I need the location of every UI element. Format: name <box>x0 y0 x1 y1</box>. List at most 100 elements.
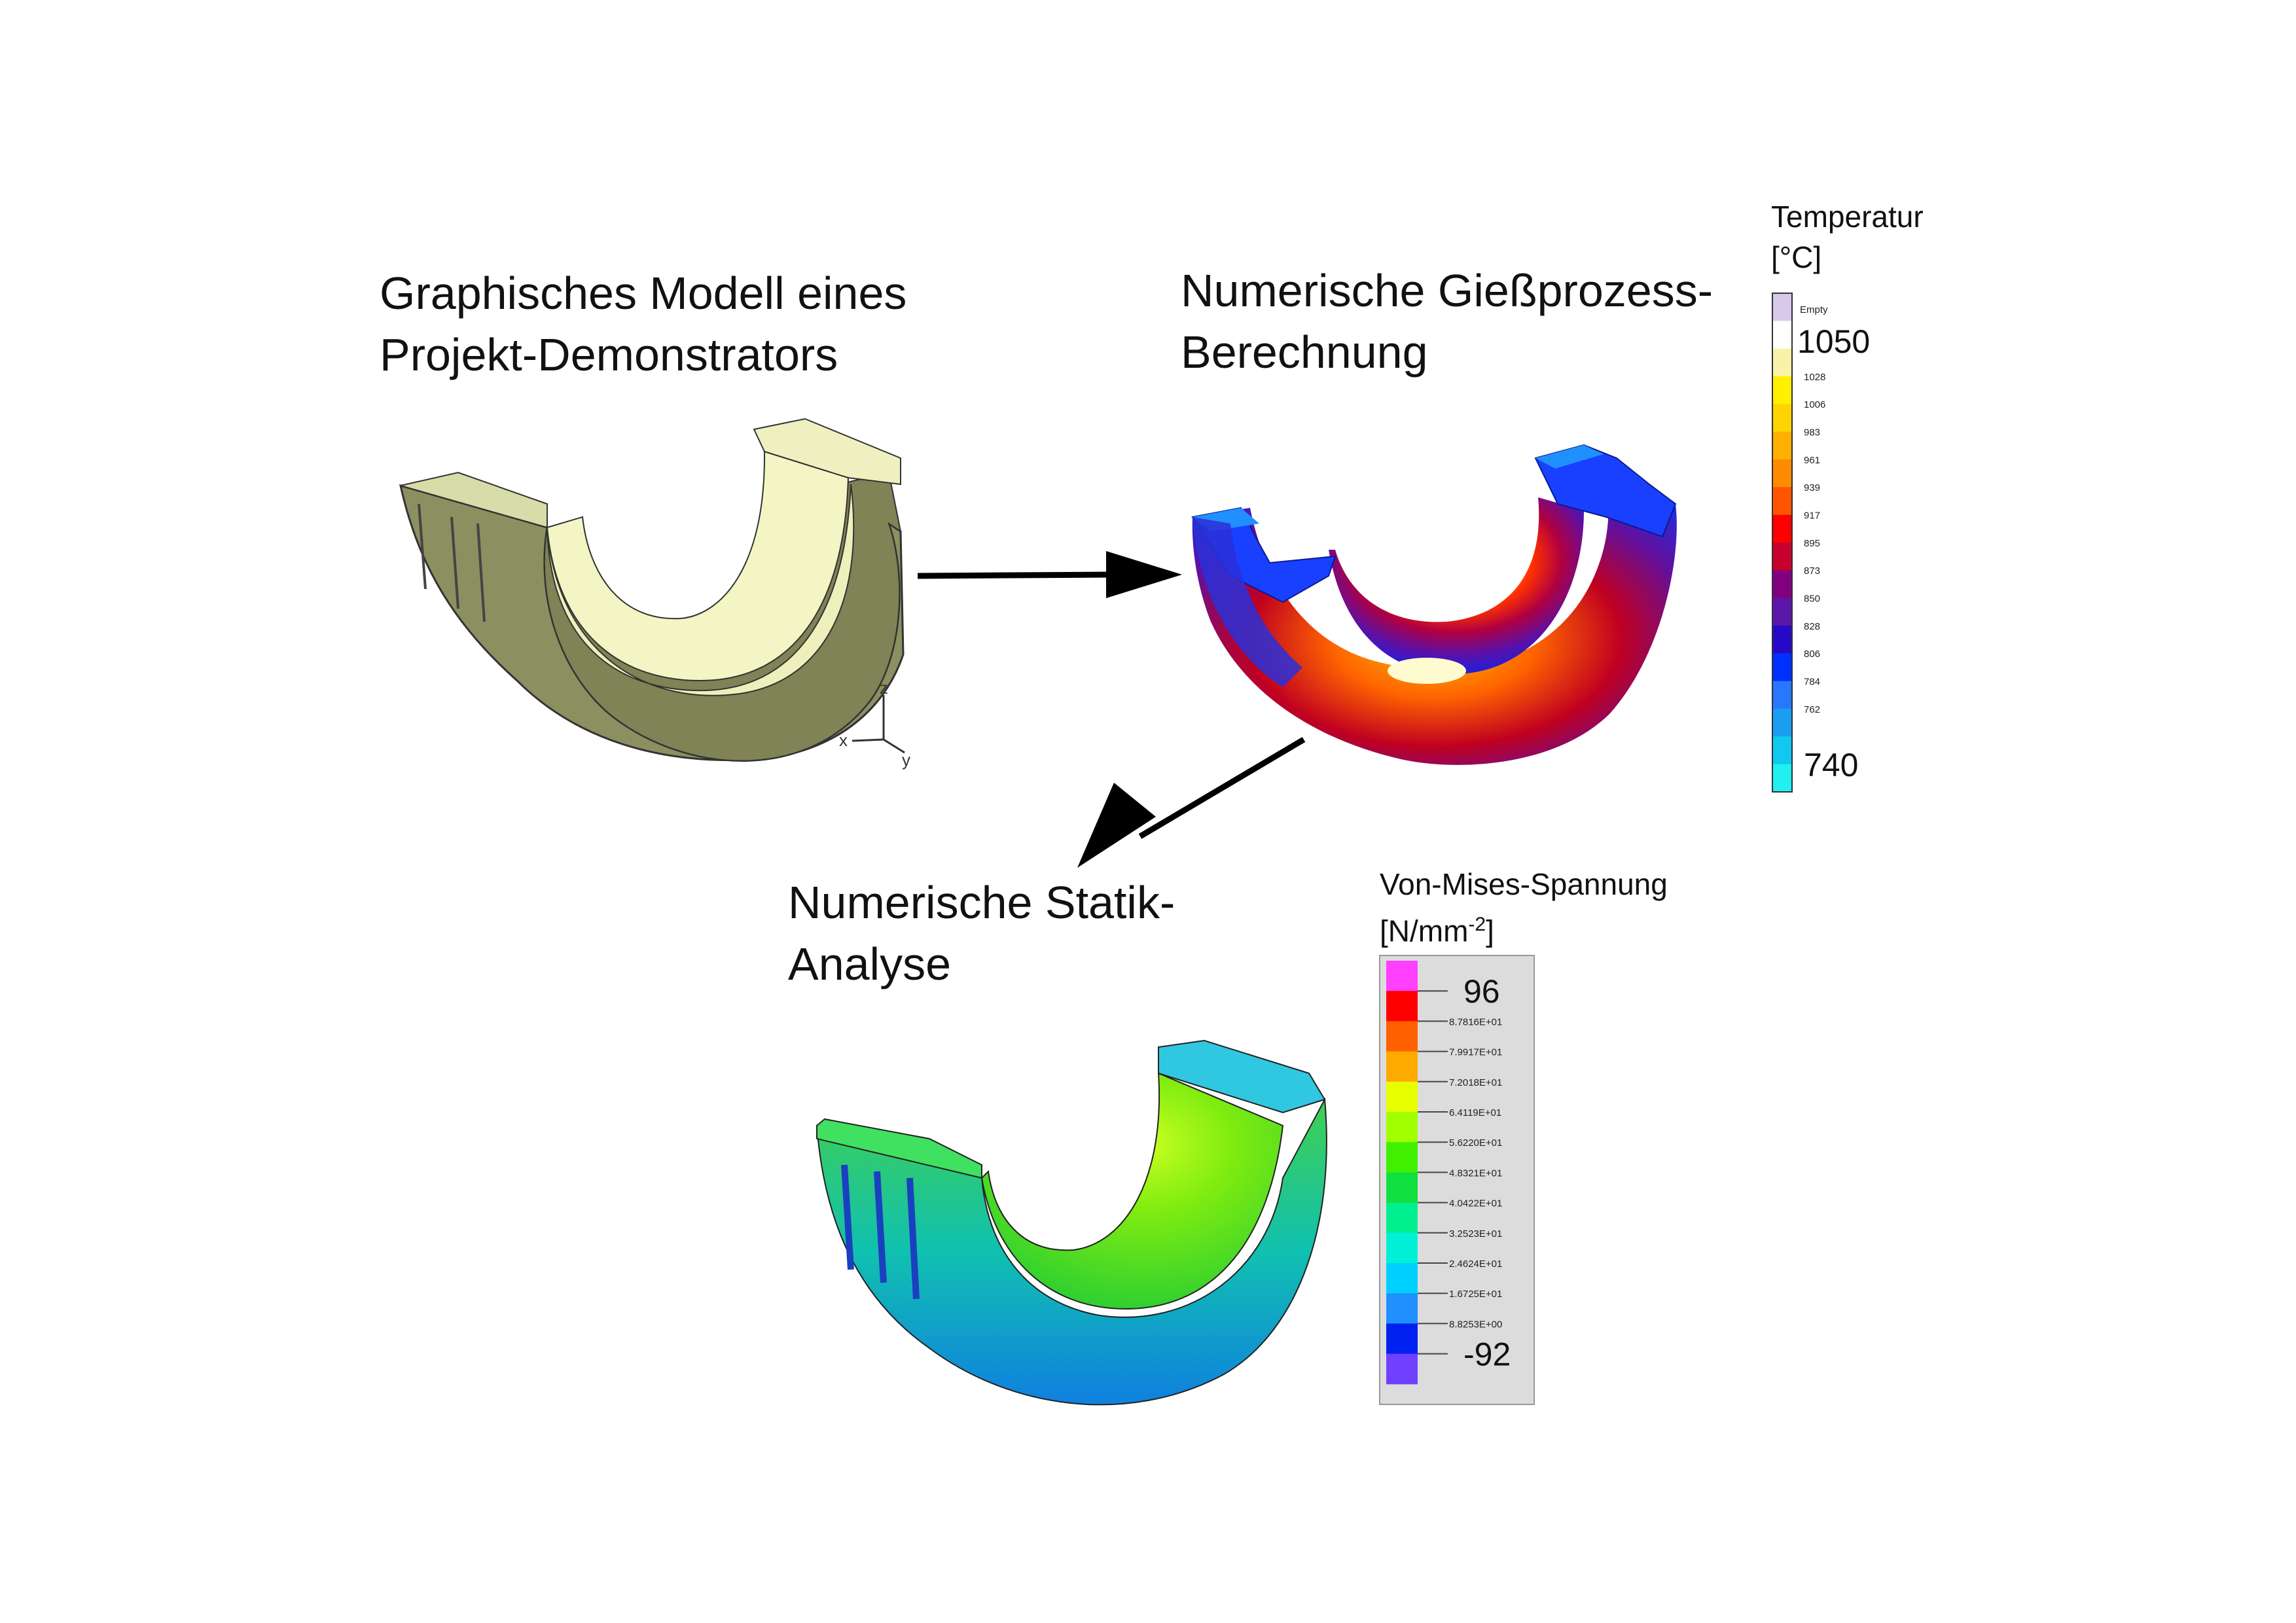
heading-line: Numerische Gießprozess- <box>1181 265 1713 316</box>
stress-legend-swatch <box>1386 1142 1418 1173</box>
axis-label-x: x <box>839 730 848 750</box>
stress-legend: 968.7816E+017.9917E+017.2018E+016.4119E+… <box>1379 955 1535 1405</box>
heading-casting-simulation: Numerische Gießprozess- Berechnung <box>1181 260 1713 383</box>
stress-inner-bore <box>980 1072 1284 1310</box>
model-left-grooves <box>418 503 486 622</box>
temperature-legend-unit: [°C] <box>1771 240 1822 274</box>
temperature-legend-empty-label: Empty <box>1800 304 1828 315</box>
temperature-legend-swatch <box>1772 431 1792 460</box>
stress-legend-swatch <box>1386 1293 1418 1324</box>
axis-label-y: y <box>902 750 910 770</box>
stress-legend-title: Von-Mises-Spannung [N/mm-2] <box>1380 864 1668 951</box>
temperature-legend-tick-label: 961 <box>1804 455 1820 466</box>
arrow-casting-to-statics <box>1077 737 1306 868</box>
stress-left-grooves <box>841 1164 920 1300</box>
stress-legend-tick-label: 5.6220E+01 <box>1449 1137 1502 1149</box>
temperature-legend-swatch <box>1772 653 1792 682</box>
temperature-legend-tick-label: 806 <box>1804 649 1820 660</box>
temperature-legend: Empty10501028100698396193991789587385082… <box>1772 293 1870 793</box>
stress-legend-swatch <box>1386 1232 1418 1264</box>
casting-right-flange-top <box>1535 445 1604 469</box>
axis-triad: z x y <box>839 678 910 770</box>
axis-label-z: z <box>880 678 888 698</box>
temperature-legend-swatch <box>1772 514 1792 543</box>
heading-line: Berechnung <box>1181 327 1428 378</box>
temperature-legend-swatch <box>1772 404 1792 433</box>
temperature-legend-label: Temperatur <box>1771 200 1924 234</box>
stress-legend-tick-label: 7.9917E+01 <box>1449 1047 1502 1058</box>
stress-legend-swatch <box>1386 991 1418 1022</box>
stress-legend-tick-label: 3.2523E+01 <box>1449 1228 1502 1240</box>
stress-legend-tick-label: 7.2018E+01 <box>1449 1077 1502 1088</box>
casting-left-wall <box>1193 517 1302 687</box>
heading-line: Analyse <box>788 938 952 990</box>
temperature-legend-tick-label: 828 <box>1804 621 1820 632</box>
model-top-left-flange <box>400 471 548 529</box>
temperature-legend-swatch <box>1772 376 1792 404</box>
temperature-legend-swatch <box>1772 736 1792 765</box>
stress-legend-tick-label: 8.8253E+00 <box>1449 1319 1502 1330</box>
casting-hot-spot <box>1388 658 1466 684</box>
temperature-legend-tick-label: 939 <box>1804 482 1820 493</box>
casting-inner-bore <box>1329 497 1584 674</box>
stress-legend-max-label: 96 <box>1463 973 1500 1010</box>
temperature-legend-swatch <box>1772 321 1792 349</box>
temperature-legend-tick-label: 895 <box>1804 538 1820 549</box>
heading-line: Graphisches Modell eines <box>380 268 907 319</box>
stress-legend-tick-label: 8.7816E+01 <box>1449 1016 1502 1027</box>
model-inner-bore <box>546 450 850 682</box>
temperature-legend-frame <box>1772 293 1793 793</box>
casting-right-flange <box>1534 444 1677 538</box>
temperature-legend-tick-label: 762 <box>1804 704 1820 715</box>
stress-legend-min-label: -92 <box>1463 1336 1511 1373</box>
temperature-legend-min-label: 740 <box>1804 747 1858 783</box>
stress-legend-swatch <box>1386 1112 1418 1143</box>
casting-outer-shell <box>1192 484 1677 765</box>
temperature-legend-swatch <box>1772 626 1792 654</box>
stress-legend-swatch <box>1386 1323 1418 1355</box>
heading-graphical-model: Graphisches Modell eines Projekt-Demonst… <box>380 262 906 385</box>
temperature-legend-tick-label: 873 <box>1804 565 1820 577</box>
temperature-legend-tick-label: 850 <box>1804 593 1820 604</box>
stress-legend-unit: [N/mm-2] <box>1380 914 1494 948</box>
stress-legend-tick-label: 1.6725E+01 <box>1449 1289 1502 1300</box>
temperature-legend-tick-label: 784 <box>1804 676 1820 687</box>
stress-legend-tick-label: 4.0422E+01 <box>1449 1198 1502 1209</box>
model-inner-face <box>547 484 855 696</box>
temperature-legend-swatch <box>1772 543 1792 571</box>
temperature-legend-swatch <box>1772 459 1792 488</box>
temperature-legend-swatch <box>1772 348 1792 377</box>
heading-static-analysis: Numerische Statik- Analyse <box>788 872 1175 995</box>
temperature-legend-swatch <box>1772 709 1792 737</box>
stress-legend-swatch <box>1386 1172 1418 1204</box>
stress-legend-tick-label: 2.4624E+01 <box>1449 1258 1502 1270</box>
casting-temperature-result <box>1191 444 1677 765</box>
heading-line: Projekt-Demonstrators <box>380 329 838 380</box>
stress-legend-swatch <box>1386 1021 1418 1052</box>
stress-legend-tick-label: 4.8321E+01 <box>1449 1168 1502 1179</box>
stress-legend-swatch <box>1386 1202 1418 1234</box>
temperature-legend-tick-label: 1028 <box>1804 372 1825 383</box>
temperature-legend-swatch <box>1772 764 1792 793</box>
temperature-legend-swatch <box>1772 597 1792 626</box>
model-top-right-flange <box>753 418 901 486</box>
heading-line: Numerische Statik- <box>788 877 1175 928</box>
temperature-legend-tick-label: 917 <box>1804 510 1820 521</box>
temperature-legend-tick-label: 983 <box>1804 427 1820 438</box>
temperature-legend-title: Temperatur [°C] <box>1771 196 1924 277</box>
stress-legend-label: Von-Mises-Spannung <box>1380 867 1668 901</box>
stress-right-flange <box>1158 1039 1326 1114</box>
arrow-model-to-casting <box>917 551 1182 598</box>
stress-legend-swatch <box>1386 961 1418 991</box>
static-stress-result <box>816 1039 1327 1406</box>
stress-legend-swatch <box>1386 1353 1418 1385</box>
temperature-legend-swatch <box>1772 293 1792 321</box>
temperature-legend-swatch <box>1772 570 1792 599</box>
temperature-legend-swatch <box>1772 487 1792 516</box>
stress-legend-swatch <box>1386 1263 1418 1294</box>
demonstrator-model-illustration <box>399 418 905 762</box>
temperature-legend-swatch <box>1772 681 1792 709</box>
temperature-legend-tick-label: 1006 <box>1804 399 1825 410</box>
